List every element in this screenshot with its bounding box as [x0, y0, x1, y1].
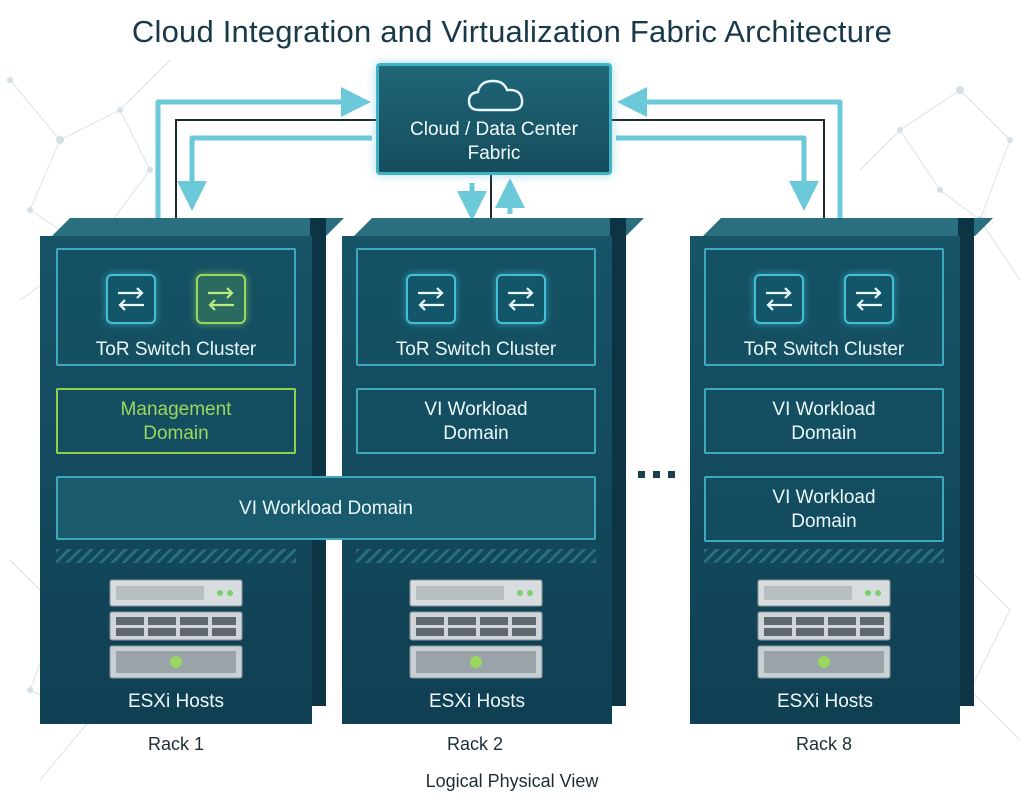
management-domain-label: Management Domain	[58, 398, 294, 446]
management-domain: Management Domain	[56, 388, 296, 454]
rack8-top-face	[703, 218, 993, 236]
switch-icon-active	[196, 274, 246, 324]
rack-8: ToR Switch Cluster VI Workload Domain VI…	[690, 236, 960, 724]
fabric-label-line1: Cloud / Data Center	[410, 119, 578, 140]
tor-label: ToR Switch Cluster	[95, 339, 257, 360]
switch-icon	[844, 274, 894, 324]
esxi-hosts-label: ESXi Hosts	[127, 691, 225, 712]
tor-switch-cluster-rack2: ToR Switch Cluster	[356, 248, 596, 366]
rack2-hatch	[356, 549, 596, 563]
rack8-hatch	[704, 549, 944, 563]
footer-caption: Logical Physical View	[425, 771, 599, 791]
esxi-server-icon	[409, 579, 543, 679]
domain-line2: Domain	[443, 423, 509, 444]
vi-workload-domain-label: VI Workload Domain	[706, 486, 942, 534]
cloud-fabric-node: Cloud / Data Center Fabric	[376, 63, 612, 175]
vi-workload-domain-label: VI Workload Domain	[358, 398, 594, 446]
tor-label: ToR Switch Cluster	[395, 339, 557, 360]
switch-icon	[496, 274, 546, 324]
more-racks-ellipsis	[638, 463, 678, 483]
vi-workload-domain-rack8-lower: VI Workload Domain	[704, 476, 944, 542]
domain-line1: Management	[120, 399, 232, 420]
esxi-hosts-label: ESXi Hosts	[428, 691, 526, 712]
esxi-server-icon	[109, 579, 243, 679]
vi-workload-domain-rack2: VI Workload Domain	[356, 388, 596, 454]
cloud-icon	[467, 79, 524, 112]
rack2-top-face	[354, 218, 644, 236]
rack-label-8: Rack 8	[795, 734, 853, 754]
domain-line1: VI Workload	[772, 487, 876, 508]
fabric-label: Cloud / Data Center Fabric	[379, 118, 609, 166]
domain-line2: Domain	[791, 511, 857, 532]
spanning-vi-workload-domain: VI Workload Domain	[56, 476, 596, 540]
diagram-title: Cloud Integration and Virtualization Fab…	[131, 14, 893, 49]
rack1-side-face	[310, 218, 326, 706]
rack1-hatch	[56, 549, 296, 563]
fabric-label-line2: Fabric	[467, 143, 521, 164]
esxi-server-icon	[757, 579, 891, 679]
rack1-top-face	[52, 218, 344, 236]
switch-icon	[406, 274, 456, 324]
vi-workload-domain-label: VI Workload Domain	[706, 398, 942, 446]
spanning-domain-label: VI Workload Domain	[239, 498, 413, 519]
domain-line2: Domain	[143, 423, 209, 444]
switch-icon	[106, 274, 156, 324]
domain-line2: Domain	[791, 423, 857, 444]
tor-label: ToR Switch Cluster	[743, 339, 905, 360]
tor-switch-cluster-rack1: ToR Switch Cluster	[56, 248, 296, 366]
esxi-hosts-label: ESXi Hosts	[776, 691, 874, 712]
rack2-side-face	[610, 218, 626, 706]
switch-icon	[754, 274, 804, 324]
domain-line1: VI Workload	[424, 399, 528, 420]
rack-label-2: Rack 2	[446, 734, 504, 754]
tor-switch-cluster-rack8: ToR Switch Cluster	[704, 248, 944, 366]
vi-workload-domain-rack8-upper: VI Workload Domain	[704, 388, 944, 454]
rack8-side-face	[958, 218, 974, 706]
rack-label-1: Rack 1	[147, 734, 205, 754]
domain-line1: VI Workload	[772, 399, 876, 420]
